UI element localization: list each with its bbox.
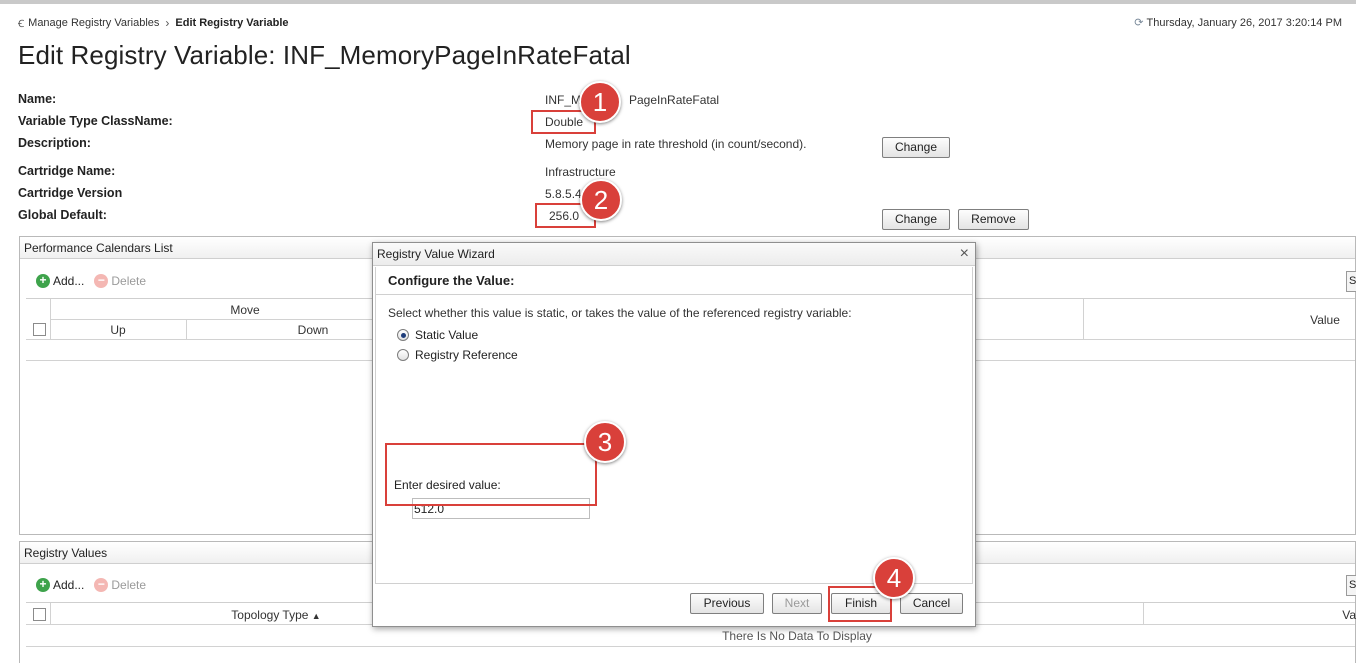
add-icon: +	[36, 578, 50, 592]
calendars-add-label: Add...	[53, 274, 85, 288]
down-column-header[interactable]: Down	[297, 323, 329, 337]
registry-value-column-header[interactable]: Va	[1342, 608, 1356, 622]
cartridge-name-label: Cartridge Name:	[18, 164, 116, 178]
delete-icon: −	[94, 578, 109, 592]
chevron-right-icon: ›	[165, 16, 170, 30]
cartridge-version-label: Cartridge Version	[18, 186, 123, 200]
global-default-label: Global Default:	[18, 208, 107, 222]
move-column-header: Move	[230, 303, 260, 317]
wizard-instruction: Select whether this value is static, or …	[388, 306, 852, 320]
registry-reference-label: Registry Reference	[415, 348, 518, 362]
change-default-button[interactable]: Change	[882, 209, 950, 230]
registry-icon: Ꞓ	[18, 19, 25, 30]
calendars-select-all-checkbox[interactable]	[33, 323, 46, 336]
description-value: Memory page in rate threshold (in count/…	[545, 137, 807, 151]
name-value-start: INF_M	[545, 93, 581, 107]
static-value-option[interactable]: Static Value	[397, 328, 478, 342]
type-label: Variable Type ClassName:	[18, 114, 173, 128]
callout-box-finish	[828, 586, 892, 622]
desired-value-input[interactable]	[412, 498, 590, 519]
registry-toolbar: + Add... − Delete	[36, 578, 146, 592]
calendars-search-button[interactable]: S	[1346, 271, 1356, 292]
static-value-label: Static Value	[415, 328, 479, 342]
topology-type-column-header[interactable]: Topology Type ▲	[186, 608, 366, 622]
add-icon: +	[36, 274, 50, 288]
change-description-button[interactable]: Change	[882, 137, 950, 158]
wizard-footer: Previous Next Finish Cancel	[373, 583, 975, 626]
wizard-step-title: Configure the Value:	[388, 273, 515, 288]
name-label: Name:	[18, 92, 57, 106]
no-data-message: There Is No Data To Display	[722, 629, 872, 643]
page-title: Edit Registry Variable: INF_MemoryPageIn…	[18, 40, 631, 70]
registry-add-button[interactable]: + Add...	[36, 578, 84, 592]
callout-number-4: 4	[873, 557, 915, 599]
close-icon[interactable]: ×	[959, 245, 969, 262]
registry-search-button[interactable]: S	[1346, 575, 1356, 596]
cartridge-name-value: Infrastructure	[545, 165, 616, 179]
finish-button[interactable]: Finish	[831, 593, 891, 614]
wizard-body: Configure the Value: Select whether this…	[375, 267, 973, 584]
registry-reference-option[interactable]: Registry Reference	[397, 348, 518, 362]
registry-add-label: Add...	[53, 578, 85, 592]
cancel-button[interactable]: Cancel	[900, 593, 963, 614]
name-value-end: PageInRateFatal	[629, 93, 720, 107]
global-default-value: 256.0	[549, 209, 580, 223]
calendars-delete-label: Delete	[111, 274, 147, 288]
breadcrumb: Ꞓ Manage Registry Variables › Edit Regis…	[18, 16, 289, 30]
wizard-title: Registry Value Wizard	[377, 247, 495, 261]
sort-ascending-icon: ▲	[311, 611, 321, 621]
up-column-header[interactable]: Up	[110, 323, 126, 337]
calendars-add-button[interactable]: + Add...	[36, 274, 84, 288]
timestamp-text: Thursday, January 26, 2017 3:20:14 PM	[1146, 16, 1342, 29]
callout-box-value-field	[385, 443, 597, 506]
window-top-edge	[0, 0, 1356, 4]
static-value-radio[interactable]	[397, 329, 409, 341]
calendars-value-column-header[interactable]: Value	[1310, 313, 1340, 327]
desired-value-label: Enter desired value:	[394, 478, 501, 492]
type-value: Double	[545, 115, 584, 129]
name-value: INF_M PageInRateFatal	[545, 93, 719, 107]
registry-select-all-checkbox[interactable]	[33, 608, 46, 621]
next-button[interactable]: Next	[772, 593, 822, 614]
timestamp: ⟳ Thursday, January 26, 2017 3:20:14 PM	[1134, 16, 1342, 30]
delete-icon: −	[94, 274, 109, 288]
wizard-title-bar[interactable]: Registry Value Wizard ×	[373, 243, 975, 266]
breadcrumb-current: Edit Registry Variable	[175, 17, 289, 29]
description-label: Description:	[18, 136, 91, 150]
previous-button[interactable]: Previous	[690, 593, 764, 614]
refresh-icon[interactable]: ⟳	[1134, 17, 1144, 29]
registry-value-wizard: Registry Value Wizard × Configure the Va…	[372, 242, 976, 627]
breadcrumb-parent-link[interactable]: Manage Registry Variables	[28, 17, 160, 29]
registry-delete-button[interactable]: − Delete	[94, 578, 146, 592]
registry-reference-radio[interactable]	[397, 349, 409, 361]
cartridge-version-value: 5.8.5.4	[545, 187, 582, 201]
calendars-delete-button[interactable]: − Delete	[94, 274, 146, 288]
calendars-toolbar: + Add... − Delete	[36, 274, 146, 288]
topology-type-header-text: Topology Type	[231, 608, 309, 622]
remove-default-button[interactable]: Remove	[958, 209, 1029, 230]
callout-number-1: 1	[579, 81, 621, 123]
wizard-divider	[376, 294, 972, 295]
callout-number-2: 2	[580, 179, 622, 221]
registry-delete-label: Delete	[111, 578, 147, 592]
callout-number-3: 3	[584, 421, 626, 463]
